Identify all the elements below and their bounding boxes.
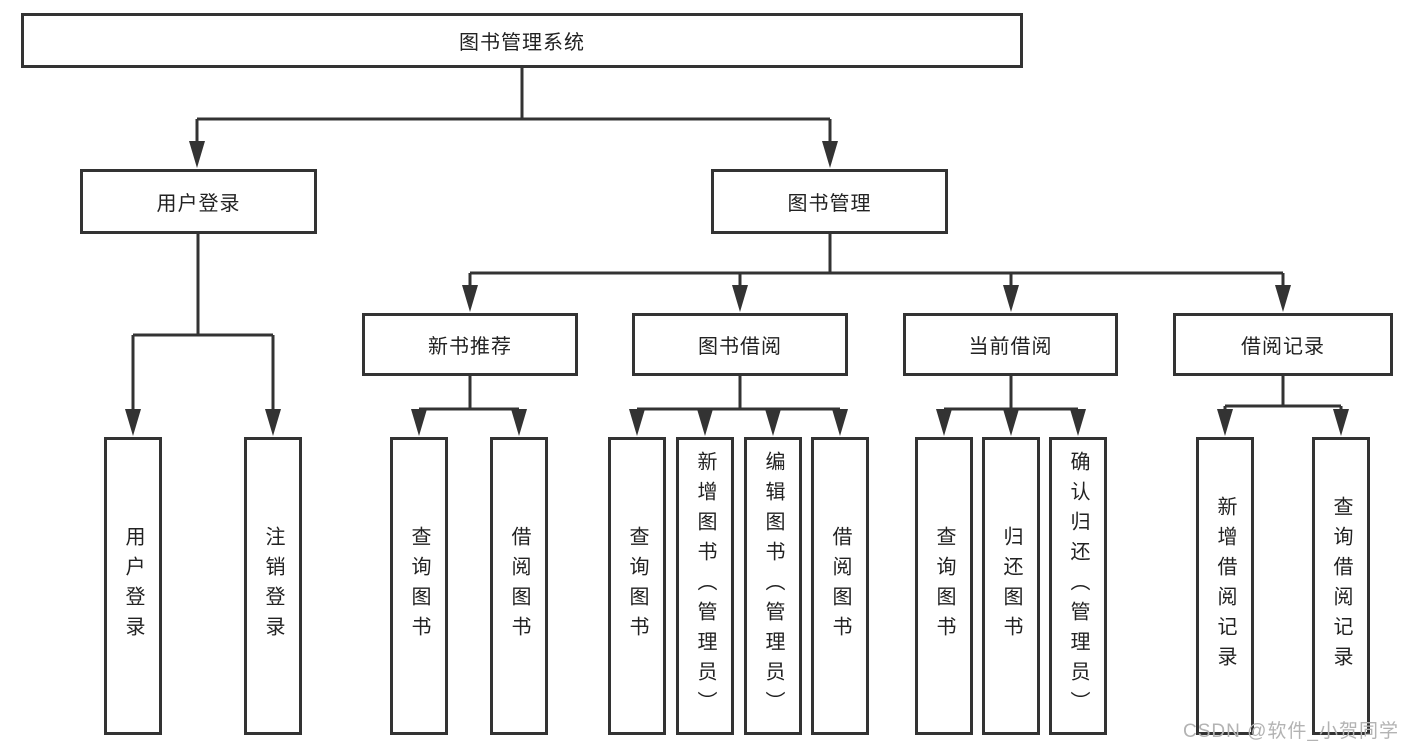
- node-user-login: 用户登录: [80, 169, 317, 234]
- leaf-logout: 注销登录: [244, 437, 302, 735]
- node-label: 查询图书: [933, 526, 955, 646]
- edge-login-to-leaves: [131, 233, 275, 414]
- node-current-borrowing: 当前借阅: [903, 313, 1118, 376]
- leaf-return-books: 归还图书: [982, 437, 1040, 735]
- leaf-add-books-admin: 新增图书（管理员）: [676, 437, 734, 735]
- leaf-query-books-newbook: 查询图书: [390, 437, 448, 735]
- edge-root-to-level2: [195, 67, 832, 146]
- edge-record-to-leaves: [1223, 376, 1343, 414]
- leaf-confirm-return-admin: 确认归还（管理员）: [1049, 437, 1107, 735]
- node-label: 新书推荐: [428, 336, 512, 358]
- node-label: 图书借阅: [698, 336, 782, 358]
- node-label: 查询图书: [408, 526, 430, 646]
- leaf-query-borrow-record: 查询借阅记录: [1312, 437, 1370, 735]
- edge-current-to-leaves: [942, 376, 1080, 414]
- leaf-add-borrow-record: 新增借阅记录: [1196, 437, 1254, 735]
- leaf-user-login: 用户登录: [104, 437, 162, 735]
- node-label: 用户登录: [156, 193, 241, 215]
- edge-newbook-to-leaves: [417, 376, 521, 414]
- node-label: 借阅图书: [508, 526, 530, 646]
- node-label: 注销登录: [262, 526, 284, 646]
- node-label: 借阅记录: [1241, 336, 1325, 358]
- leaf-query-books-borrow: 查询图书: [608, 437, 666, 735]
- edge-mgmt-to-level3: [468, 233, 1285, 288]
- node-label: 编辑图书（管理员）: [762, 451, 784, 721]
- node-label: 当前借阅: [968, 336, 1053, 358]
- node-label: 查询图书: [626, 526, 648, 646]
- node-borrowing-records: 借阅记录: [1173, 313, 1393, 376]
- node-library-management-system: 图书管理系统: [21, 13, 1023, 68]
- node-label: 确认归还（管理员）: [1067, 451, 1089, 721]
- node-label: 归还图书: [1000, 526, 1022, 646]
- csdn-watermark: CSDN @软件_小贺同学: [1183, 721, 1399, 742]
- leaf-borrow-books-newbook: 借阅图书: [490, 437, 548, 735]
- node-label: 新增图书（管理员）: [694, 451, 716, 721]
- node-label: 图书管理系统: [459, 32, 585, 54]
- node-label: 用户登录: [122, 526, 144, 646]
- arrowheads: [125, 141, 1349, 436]
- node-label: 图书管理: [787, 193, 872, 215]
- node-label: 新增借阅记录: [1214, 496, 1236, 676]
- leaf-edit-books-admin: 编辑图书（管理员）: [744, 437, 802, 735]
- node-book-borrowing: 图书借阅: [632, 313, 848, 376]
- edge-borrow-to-leaves: [635, 376, 842, 414]
- node-label: 借阅图书: [829, 526, 851, 646]
- node-book-management: 图书管理: [711, 169, 948, 234]
- leaf-borrow-books-borrow: 借阅图书: [811, 437, 869, 735]
- leaf-query-books-current: 查询图书: [915, 437, 973, 735]
- node-label: 查询借阅记录: [1330, 496, 1352, 676]
- node-new-book-recommendation: 新书推荐: [362, 313, 578, 376]
